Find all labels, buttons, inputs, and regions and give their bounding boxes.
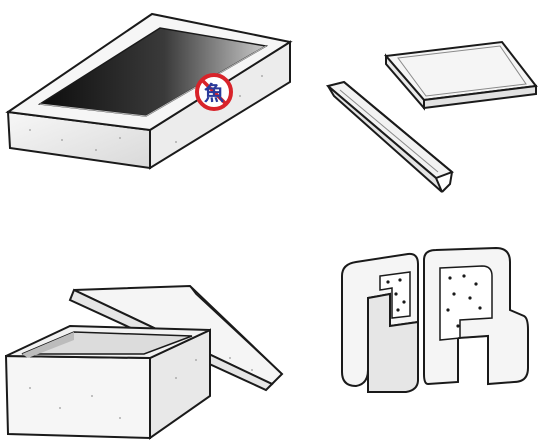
corner-protector-left: [341, 252, 419, 393]
fish-stamp-char: 魚: [204, 81, 224, 105]
flat-lid-tilted: [325, 80, 454, 193]
foam-box-with-lid-illustration: [4, 284, 284, 440]
foam-tray-illustration: 魚: [5, 12, 293, 170]
foam-lids-illustration: [325, 40, 538, 193]
flat-lid-upper: [384, 40, 538, 111]
fish-stamp-icon: 魚: [195, 73, 233, 111]
foam-corner-protectors-illustration: [341, 246, 529, 393]
corner-protector-right: [423, 246, 529, 386]
